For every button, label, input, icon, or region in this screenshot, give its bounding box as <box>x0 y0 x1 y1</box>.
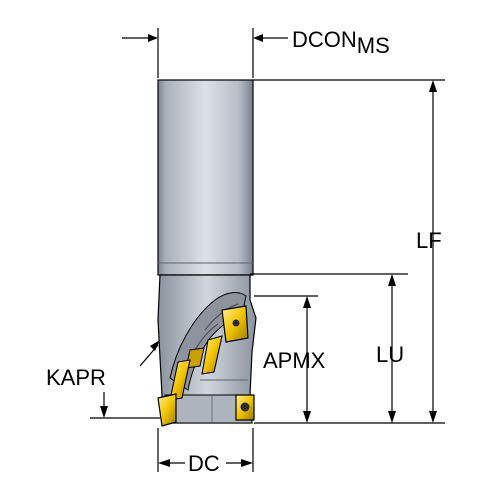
shank <box>157 79 254 276</box>
insert-lower <box>169 359 191 401</box>
lf-label: LF <box>416 228 442 253</box>
arrowheads <box>100 34 437 467</box>
dc-label: DC <box>188 451 220 476</box>
dimension-lines <box>90 28 445 472</box>
dcon-label: DCONMS <box>292 27 390 58</box>
insert-right <box>235 394 255 421</box>
insert-middle <box>185 335 223 375</box>
insert-top <box>221 305 249 343</box>
lu-label: LU <box>376 342 404 367</box>
apmx-label: APMX <box>263 348 326 373</box>
kapr-label: KAPR <box>46 365 106 390</box>
insert-screw <box>240 402 250 412</box>
insert-front <box>157 393 177 427</box>
